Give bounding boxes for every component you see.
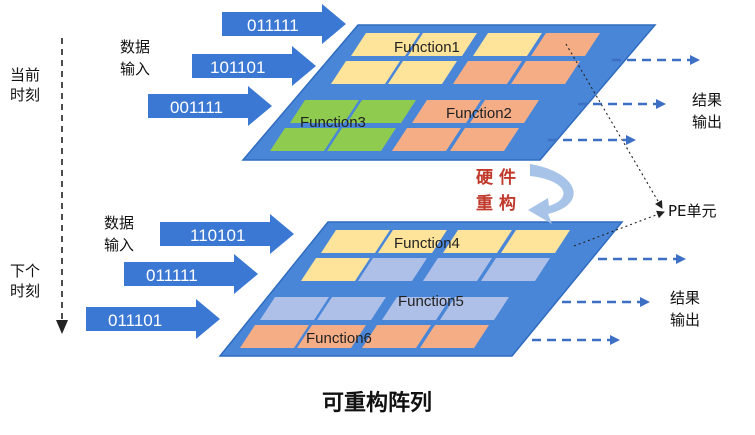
result-output-label-bottom-2: 输出	[670, 311, 700, 329]
pe-pointer-line-bottom	[573, 210, 665, 247]
function3-label: Function3	[300, 114, 366, 131]
reconfig-arrow-icon	[528, 164, 574, 224]
pe-cell	[347, 100, 416, 123]
input-arrow-bottom-1	[160, 214, 294, 254]
pe-cell	[531, 33, 600, 56]
reconfig-label-1: 硬件	[476, 167, 522, 188]
diagram-caption: 可重构阵列	[322, 390, 432, 416]
pe-cell	[470, 100, 539, 123]
pe-cell	[351, 33, 420, 56]
pe-cell	[440, 297, 509, 320]
time-label-next-2: 时刻	[10, 282, 40, 300]
pe-cell	[453, 61, 522, 84]
function5-label: Function5	[398, 293, 464, 310]
data-input-label-bottom-1: 数据	[104, 214, 134, 232]
result-output-label-top-1: 结果	[692, 91, 722, 109]
pe-cell	[301, 258, 370, 281]
function1-label: Function1	[394, 39, 460, 56]
pe-cell	[260, 297, 329, 320]
pe-cell	[408, 33, 477, 56]
input-arrow-top-1	[222, 4, 346, 44]
top-array-platform	[241, 24, 657, 161]
pe-pointer-line-top	[565, 43, 663, 209]
pe-cell	[327, 128, 396, 151]
pe-cell	[450, 128, 519, 151]
result-output-label-top-2: 输出	[692, 113, 722, 131]
timeline-arrowhead	[56, 320, 68, 334]
pe-cell	[388, 61, 457, 84]
pe-cell	[420, 325, 489, 348]
pe-cell	[443, 230, 512, 253]
pe-cell	[317, 297, 386, 320]
time-label-next-1: 下个	[10, 262, 40, 280]
pe-cell	[382, 297, 451, 320]
pe-cell	[481, 258, 550, 281]
function4-label: Function4	[394, 235, 460, 252]
function6-label: Function6	[306, 330, 372, 347]
input-bits-top-1: 011111	[247, 16, 299, 35]
function2-label: Function2	[446, 105, 512, 122]
input-bits-bottom-1: 110101	[190, 226, 245, 245]
input-bits-bottom-2: 011111	[146, 266, 198, 285]
input-arrow-bottom-3	[86, 299, 220, 339]
bottom-array-platform	[218, 221, 624, 357]
input-bits-top-2: 101101	[210, 58, 265, 77]
pe-cell	[392, 128, 461, 151]
input-bits-bottom-3: 011101	[108, 311, 162, 330]
data-input-label-top-2: 输入	[120, 60, 150, 78]
pe-cell	[331, 61, 400, 84]
result-output-label-bottom-1: 结果	[670, 289, 700, 307]
data-input-label-bottom-2: 输入	[104, 236, 134, 254]
time-label-current-2: 时刻	[10, 86, 40, 104]
pe-cell	[473, 33, 542, 56]
pe-unit-label: PE单元	[668, 202, 717, 220]
pe-cell	[321, 230, 390, 253]
pe-cell	[511, 61, 580, 84]
pe-cell	[412, 100, 481, 123]
input-arrow-bottom-2	[124, 254, 258, 294]
data-input-label-top-1: 数据	[120, 38, 150, 56]
pe-cell	[270, 128, 339, 151]
pe-cell	[290, 100, 359, 123]
input-arrow-top-3	[148, 86, 272, 126]
input-arrow-top-2	[192, 46, 316, 86]
pe-cell	[240, 325, 309, 348]
input-bits-top-3: 001111	[170, 98, 223, 117]
pe-cell	[378, 230, 447, 253]
pe-cell	[423, 258, 492, 281]
reconfig-label-2: 重构	[476, 193, 522, 214]
pe-cell	[501, 230, 570, 253]
pe-cell	[297, 325, 366, 348]
time-label-current-1: 当前	[10, 66, 40, 84]
pe-cell	[362, 325, 431, 348]
pe-cell	[358, 258, 427, 281]
